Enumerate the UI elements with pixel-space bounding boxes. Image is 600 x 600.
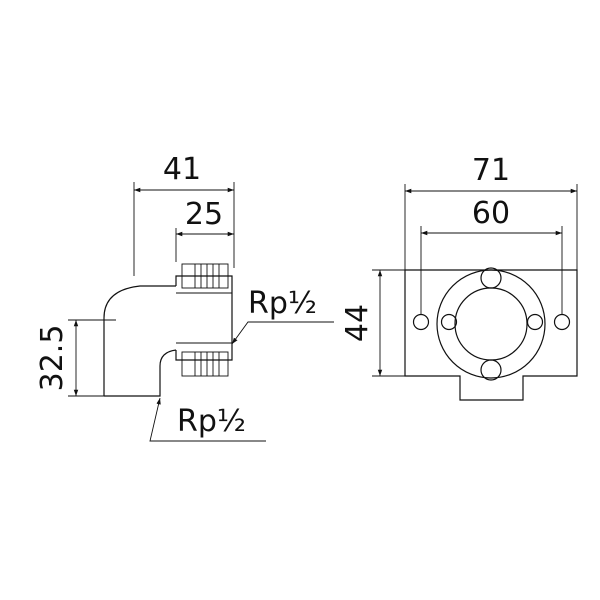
upper-thread [181, 263, 229, 289]
leader-thread-bottom [149, 397, 266, 442]
screw-hole-bottom [480, 359, 502, 381]
dim-label-41: 41 [163, 152, 201, 187]
dim-label-71: 71 [472, 153, 510, 188]
outer-ring [436, 269, 546, 379]
inner-bore [454, 287, 528, 361]
mount-hole-left [412, 313, 430, 331]
screw-hole-right [526, 313, 544, 331]
dim-label-60: 60 [472, 196, 510, 231]
elbow-body-outline [103, 285, 177, 397]
thread-label-side: Rp½ [248, 286, 317, 321]
dim-label-32-5: 32.5 [35, 325, 70, 392]
screw-hole-left [440, 313, 458, 331]
dim-label-25: 25 [185, 197, 223, 232]
flange-outline [404, 269, 578, 401]
outlet-body-outline [175, 275, 233, 361]
leader-thread-side [231, 321, 334, 345]
side-view: 41 25 32.5 Rp½ Rp½ [35, 152, 334, 442]
screw-hole-top [480, 267, 502, 289]
thread-label-bottom: Rp½ [177, 404, 246, 439]
dim-label-44: 44 [340, 304, 375, 342]
lower-thread [181, 351, 229, 377]
mount-hole-right [553, 313, 571, 331]
front-view: 71 60 44 [340, 153, 578, 401]
